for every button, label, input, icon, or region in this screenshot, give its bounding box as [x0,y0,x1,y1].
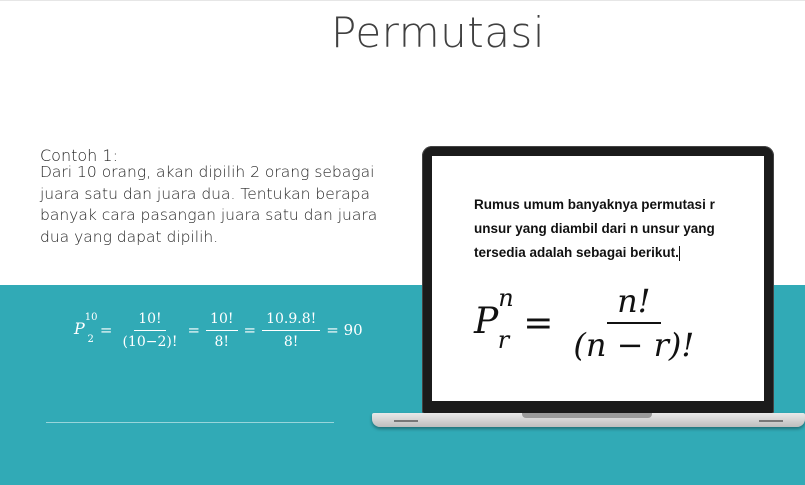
fraction-1: 10! (10−2)! [122,310,178,350]
laptop-notch [522,413,652,418]
example-label: Contoh 1: [40,146,118,165]
equals-sign: = [243,321,257,339]
screen-text: Rumus umum banyaknya permutasi r unsur y… [474,197,715,261]
slide-title: Permutasi [331,8,545,57]
text-cursor [678,245,680,261]
permutation-formula: Pnr = n! (n − r)! [474,282,700,364]
divider-line [46,422,334,423]
fraction-2: 10! 8! [206,311,238,350]
laptop-base [372,413,805,427]
formula-result: = 90 [326,321,363,339]
example-text: Dari 10 orang, akan dipilih 2 orang seba… [40,163,378,246]
fraction-3: 10.9.8! 8! [262,311,321,350]
equals-sign: = [99,321,113,339]
permutation-symbol: P102 [74,311,98,346]
formula-equals: = [523,302,554,344]
laptop-slot-right [759,420,783,422]
laptop-slot-left [394,420,418,422]
laptop-screen [432,156,764,401]
equals-sign: = [187,321,201,339]
formula-fraction: n! (n − r)! [573,282,695,364]
formula-symbol: Pnr [474,284,514,354]
example-formula: P102 = 10! (10−2)! = 10! 8! = 10.9.8! 8!… [74,306,369,354]
